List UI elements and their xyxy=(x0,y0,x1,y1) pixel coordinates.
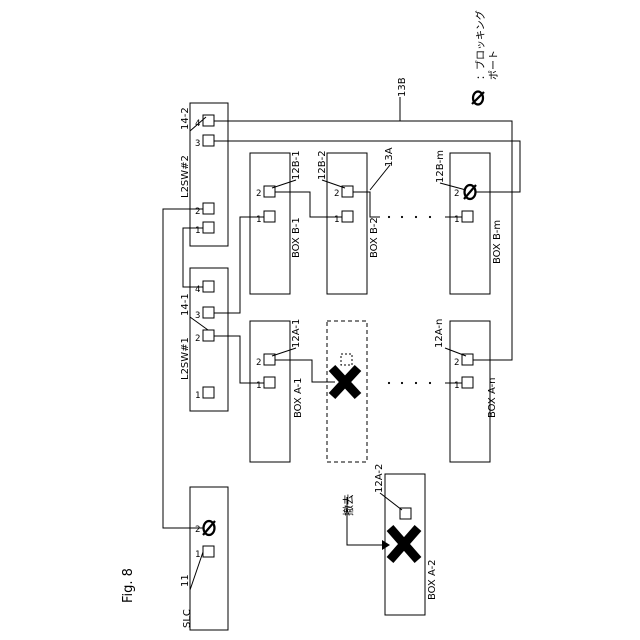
removal-arrow-head xyxy=(382,540,390,550)
slc-name: SLC xyxy=(182,609,193,628)
box-b1-ref-leader xyxy=(272,180,296,188)
ring-a-label: 13A xyxy=(384,147,395,167)
l2sw2-port-4 xyxy=(203,115,214,126)
failure-x-icon xyxy=(332,368,358,396)
box-b2-ref-leader xyxy=(322,180,345,188)
box-a2-name: BOX A-2 xyxy=(427,559,438,600)
link-boxa1-broken xyxy=(275,360,335,382)
ring-b-label: 13B xyxy=(397,77,408,97)
box-bm-port2-num: 2 xyxy=(454,189,459,199)
box-an-ref-leader xyxy=(445,348,466,356)
l2sw1-name: L2SW#1 xyxy=(180,337,191,380)
blocking-port-icon xyxy=(203,521,215,535)
box-b1-ref: 12B-1 xyxy=(291,150,302,180)
box-b2-name: BOX B-2 xyxy=(369,217,380,258)
box-an-port-2 xyxy=(462,354,473,365)
box-b1-port2-num: 2 xyxy=(256,189,261,199)
box-a1 xyxy=(250,321,290,462)
slc-port1-num: 1 xyxy=(195,550,200,560)
box-b2-ref: 12B-2 xyxy=(317,150,328,180)
link-boxb1-boxb2 xyxy=(275,192,342,217)
box-an xyxy=(450,321,490,462)
box-bm-port-1 xyxy=(462,211,473,222)
l2sw2-name: L2SW#2 xyxy=(180,155,191,198)
box-b2 xyxy=(327,153,367,294)
box-b1-port-1 xyxy=(264,211,275,222)
box-b1-name: BOX B-1 xyxy=(291,217,302,258)
box-a1-port-1 xyxy=(264,377,275,388)
l2sw1-port-4 xyxy=(203,281,214,292)
link-l2sw1-boxb1 xyxy=(214,217,264,313)
link-l2sw2-l2sw1 xyxy=(183,228,203,287)
box-bm-ref-leader xyxy=(440,183,466,190)
box-b2-port2-num: 2 xyxy=(334,189,339,199)
box-a1-ref: 12A-1 xyxy=(291,319,302,348)
box-a1-port2-num: 2 xyxy=(256,358,261,368)
box-a1-name: BOX A-1 xyxy=(293,377,304,418)
l2sw2-port-2 xyxy=(203,203,214,214)
link-boxan-l2sw2 xyxy=(214,121,512,360)
legend-text-2: ポート xyxy=(488,50,500,80)
slc-port2-num: 2 xyxy=(195,525,200,535)
box-a2-ref-leader xyxy=(380,493,402,510)
box-an-ref: 12A-n xyxy=(434,319,445,348)
ellipsis-b xyxy=(388,216,431,218)
l2sw1-port-1 xyxy=(203,387,214,398)
blocking-port-icon xyxy=(464,185,476,199)
box-bm-ref: 12B-m xyxy=(435,150,446,183)
slc-ref: 11 xyxy=(180,574,191,587)
figure-label: Fig. 8 xyxy=(121,568,136,603)
l2sw2-port3-num: 3 xyxy=(195,139,200,149)
ellipsis-a xyxy=(388,382,431,384)
l2sw1-port1-num: 1 xyxy=(195,391,200,401)
box-an-port-1 xyxy=(462,377,473,388)
l2sw1-port-2 xyxy=(203,330,214,341)
l2sw2-port-1 xyxy=(203,222,214,233)
legend-blocking-port-icon xyxy=(472,92,484,105)
l2sw1-port-3 xyxy=(203,307,214,318)
l2sw1-port2-num: 2 xyxy=(195,334,200,344)
l2sw2-port-3 xyxy=(203,135,214,146)
l2sw1-port3-num: 3 xyxy=(195,311,200,321)
slc-port-1 xyxy=(203,546,214,557)
box-an-port2-num: 2 xyxy=(454,358,459,368)
removal-label: 撤去 xyxy=(341,494,355,516)
box-a1-ref-leader xyxy=(272,348,296,356)
removed-x-icon xyxy=(390,528,418,560)
l2sw2-ref: 14-2 xyxy=(180,107,191,130)
box-an-name: BOX A-n xyxy=(487,377,498,418)
box-a2-ref: 12A-2 xyxy=(374,464,385,493)
box-bm-name: BOX B-m xyxy=(492,220,503,264)
box-a2-old-port xyxy=(341,354,352,365)
l2sw1-ref: 14-1 xyxy=(180,293,191,316)
box-b2-port-1 xyxy=(342,211,353,222)
legend-text-1: ：ブロッキング xyxy=(474,10,487,80)
ring-a-leader xyxy=(370,165,390,190)
